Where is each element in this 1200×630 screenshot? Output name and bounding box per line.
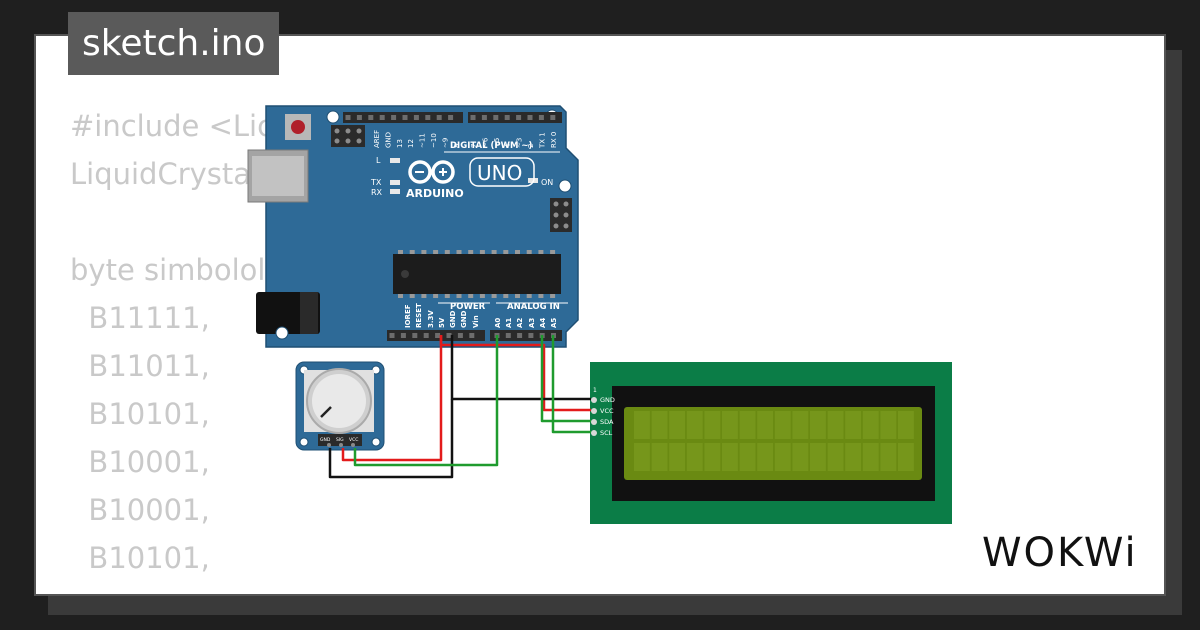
led-label-rx: RX — [371, 188, 383, 197]
file-title: sketch.ino — [68, 12, 280, 75]
arduino-infinity-logo-icon — [408, 160, 455, 184]
board-model-label: UNO — [477, 161, 522, 185]
bottom-pin-label: A5 — [550, 318, 558, 328]
pot-pin-vcc: VCC — [349, 437, 358, 443]
lcd-display-module[interactable]: 1 GND VCC SDA SCL — [590, 362, 952, 524]
top-pin-label: AREF — [373, 130, 381, 148]
pot-pin-gnd: GND — [320, 437, 331, 443]
bottom-pin-label: A0 — [494, 318, 502, 328]
bottom-pin-label: 5V — [438, 317, 446, 328]
bottom-pin-label: RESET — [415, 303, 423, 328]
bottom-pin-label: A2 — [516, 318, 524, 328]
code-line: B10101, — [70, 397, 210, 431]
wire-gnd-to-pot-gnd[interactable] — [328, 399, 454, 479]
top-pin-label: GND — [384, 132, 392, 148]
wokwi-wordmark: WOKWi — [982, 530, 1138, 576]
top-pin-label: 2 — [527, 144, 535, 148]
analog-header — [490, 330, 562, 341]
bottom-pin-label: GND — [449, 310, 457, 328]
lcd-pin-one-label: 1 — [593, 387, 597, 394]
knob-indicator — [320, 406, 332, 418]
bottom-pin-label: A3 — [528, 318, 536, 328]
code-line: B11111, — [70, 301, 210, 335]
top-pin-label: 8 — [453, 144, 461, 148]
icsp-header-icon — [331, 125, 572, 232]
top-pin-label: ~6 — [481, 137, 489, 148]
top-pin-label: 4 — [504, 143, 512, 148]
power-label: POWER — [450, 302, 486, 312]
top-pin-label: ~9 — [441, 138, 449, 148]
bottom-pin-label: A4 — [539, 318, 547, 328]
microcontroller-chip — [393, 254, 561, 294]
digital-header-right — [468, 112, 562, 123]
code-line: B10101, — [70, 541, 210, 575]
top-pin-label: ~5 — [493, 138, 501, 148]
wire-5v-to-pot-vcc[interactable] — [439, 335, 591, 412]
bottom-pin-label: Vin — [472, 315, 480, 328]
top-pin-label: 7 — [470, 144, 478, 148]
led-label-tx: TX — [370, 178, 382, 187]
top-pin-label: ~3 — [516, 138, 524, 148]
arduino-wordmark: ARDUINO — [406, 187, 464, 200]
lcd-pin-sda: SDA — [600, 418, 614, 426]
wokwi-logo: WOKWi — [982, 530, 1138, 576]
lcd-pin-gnd: GND — [600, 396, 615, 404]
lcd-pin-scl: SCL — [600, 429, 613, 437]
code-line: byte simbolol — [70, 253, 266, 287]
code-line: B11011, — [70, 349, 210, 383]
wires — [328, 335, 591, 479]
top-pin-label: 12 — [407, 139, 415, 148]
code-line: #include <Lic — [70, 109, 274, 143]
bottom-pin-label: GND — [460, 310, 468, 328]
led-label-l: L — [376, 156, 381, 165]
top-pin-label: 13 — [396, 139, 404, 148]
code-line: B11011, — [70, 582, 273, 594]
top-pin-label: ~10 — [430, 133, 438, 148]
lcd-pin-vcc: VCC — [600, 407, 614, 415]
top-pin-label: TX 1 — [538, 132, 546, 149]
code-line: LiquidCrysta — [70, 157, 252, 191]
bottom-pin-label: IOREF — [404, 304, 412, 328]
wire-5v-to-lcd-vcc[interactable] — [341, 335, 443, 462]
bottom-pin-label: 3.3V — [427, 310, 435, 328]
on-led-label: ON — [541, 178, 553, 187]
top-pin-label: ~11 — [419, 133, 427, 148]
mounting-hole-icon — [275, 109, 572, 340]
analog-in-label: ANALOG IN — [507, 302, 560, 312]
code-line: B10001, — [70, 445, 210, 479]
potentiometer-module[interactable]: GND SIG VCC — [295, 361, 385, 451]
wire-a4-to-lcd-sda[interactable] — [540, 335, 591, 423]
pot-pin-sig: SIG — [336, 437, 344, 443]
wire-a5-to-lcd-scl[interactable] — [551, 335, 591, 434]
code-line: B10001, — [70, 493, 210, 527]
digital-pwm-label: DIGITAL (PWM ~) — [450, 141, 532, 151]
wire-a0-to-pot-sig[interactable] — [353, 335, 499, 467]
top-pin-label: RX 0 — [550, 132, 558, 148]
bottom-pin-label: A1 — [505, 318, 513, 328]
